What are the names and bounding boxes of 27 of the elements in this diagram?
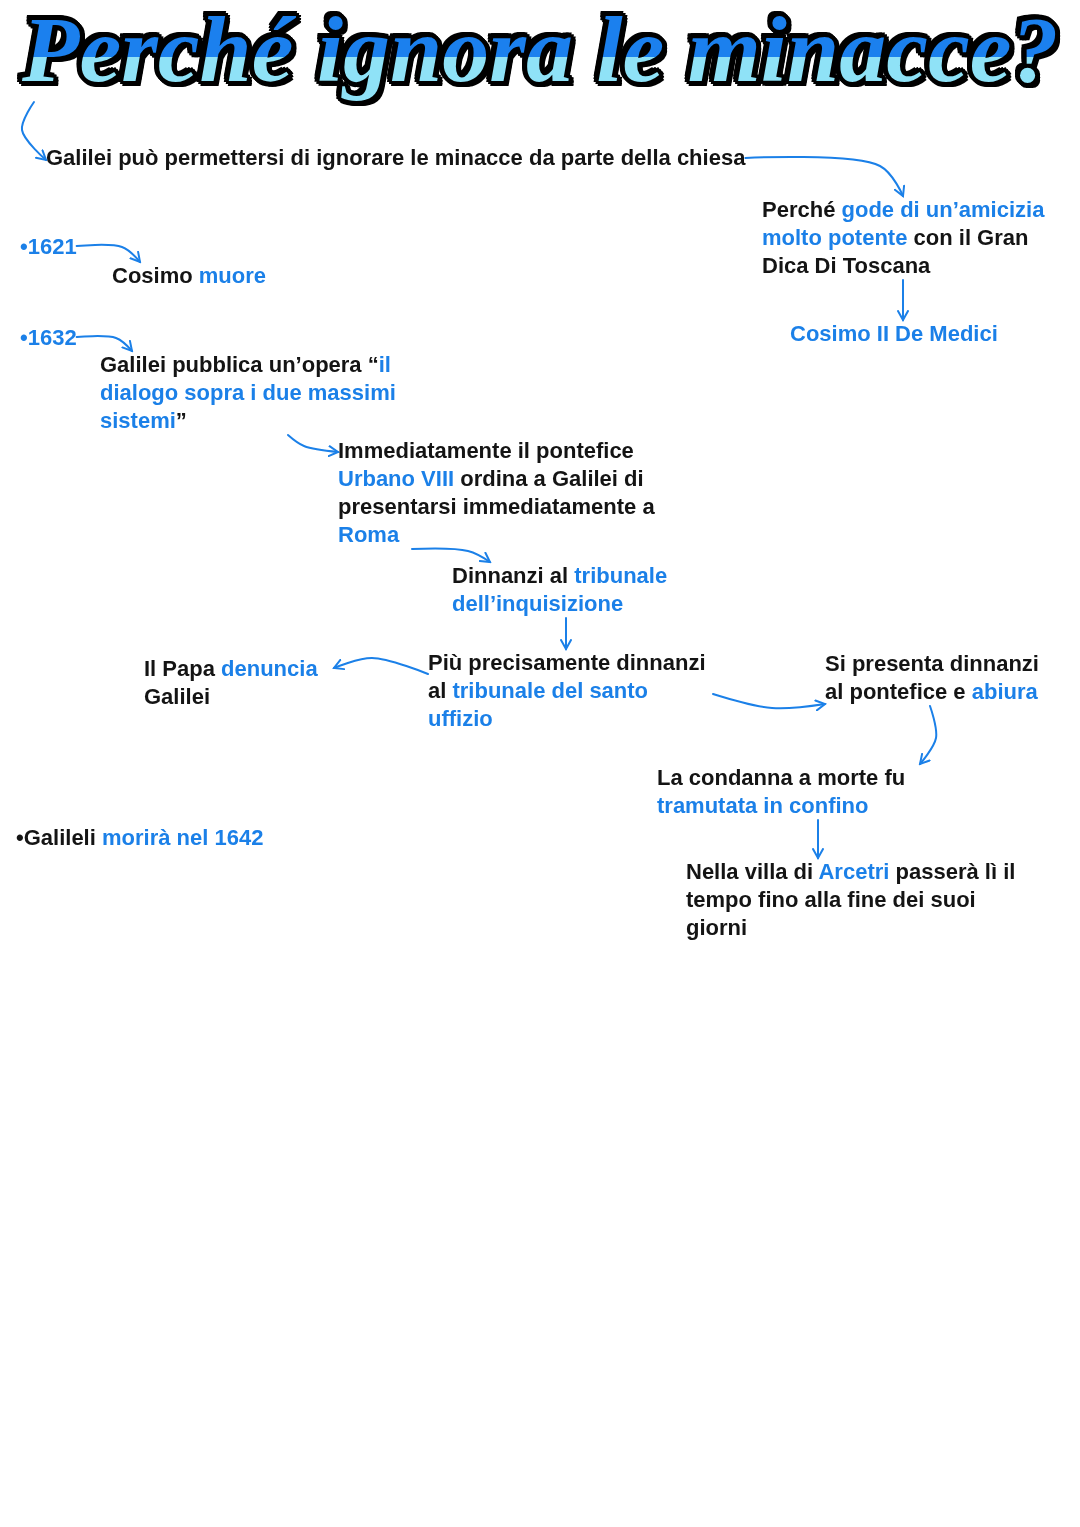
arrow — [812, 819, 824, 859]
note-text: Galilei può permettersi di ignorare le minacce da parte della chiesa — [46, 144, 746, 172]
arrow — [712, 693, 826, 712]
note-text: Il Papa denuncia Galilei — [144, 655, 334, 711]
note-text: Si presenta dinnanzi al pontefice e abiura — [825, 650, 1055, 706]
arrow — [411, 547, 491, 563]
arrow — [744, 156, 905, 197]
note-text: •Galileli morirà nel 1642 — [16, 824, 264, 852]
note-text: Più precisamente dinnanzi al tribunale del santo uffizio — [428, 649, 713, 733]
year-label: •1632 — [20, 324, 77, 352]
note-text: Immediatamente il pontefice Urbano VIII ordina a Galilei di presentarsi immediatamente a Roma — [338, 437, 678, 549]
note-text: Cosimo II De Medici — [790, 320, 998, 348]
arrow — [287, 434, 339, 458]
note-text: Nella villa di Arcetri passerà lì il tempo fino alla fine dei suoi giorni — [686, 858, 1034, 942]
arrow — [75, 335, 133, 352]
note-text: La condanna a morte fu tramutata in confino — [657, 764, 967, 820]
arrow — [75, 243, 141, 263]
note-text: Perché gode di un’amicizia molto potente con il Gran Dica Di Toscana — [762, 196, 1076, 280]
arrow — [21, 101, 47, 161]
arrow — [919, 705, 938, 765]
note-text: Galilei pubblica un’opera “il dialogo sopra i due massimi sistemi” — [100, 351, 440, 435]
arrow — [897, 279, 909, 321]
year-label: •1621 — [20, 233, 77, 261]
arrow — [560, 617, 572, 650]
note-text: Cosimo muore — [112, 262, 267, 290]
arrow — [333, 657, 429, 675]
note-text: Dinnanzi al tribunale dell’inquisizione — [452, 562, 702, 618]
